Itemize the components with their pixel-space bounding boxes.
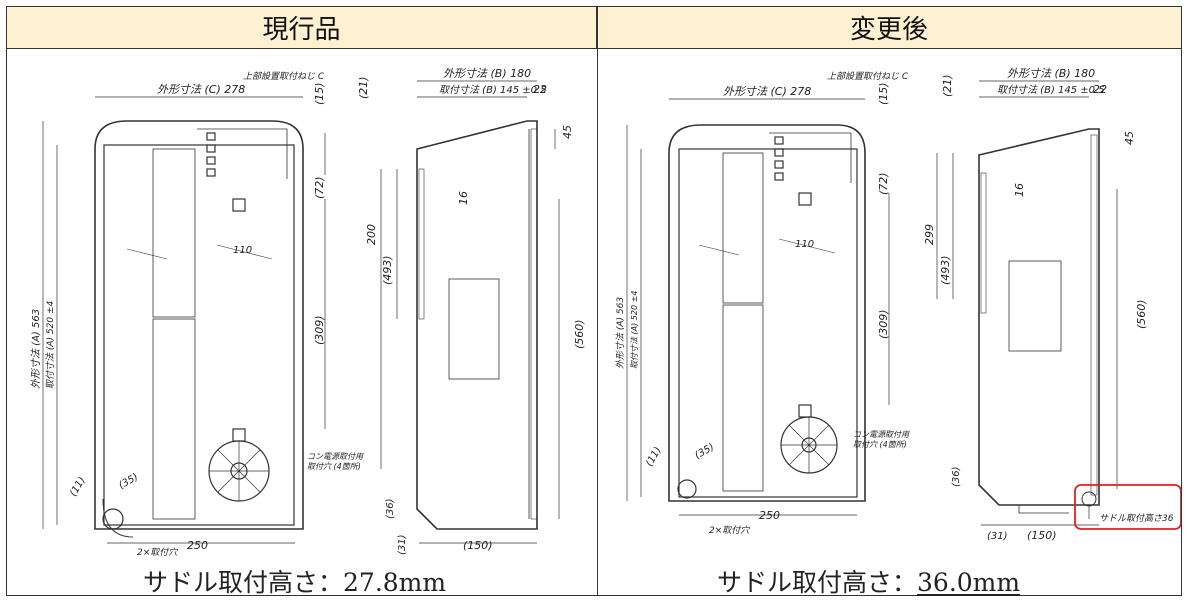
label-d560: (560) xyxy=(1135,299,1148,329)
label-d72: (72) xyxy=(313,176,326,199)
label-d15: (15) xyxy=(877,82,890,105)
label-width-c: 外形寸法 (C) 278 xyxy=(157,83,245,96)
header-changed: 変更後 xyxy=(597,7,1181,49)
drawing-current: 上部設置取付ねじ C 外形寸法 (C) 278 外形寸法 (B) 180 取付寸… xyxy=(7,49,597,559)
label-d110: 110 xyxy=(795,239,814,250)
label-d21: (21) xyxy=(357,76,370,99)
label-d493: (493) xyxy=(939,255,952,285)
label-depth-b2: 取付寸法 (B) 145 ±0.5 xyxy=(997,84,1105,96)
drawing-changed: 上部設置取付ねじ C 外形寸法 (C) 278 外形寸法 (B) 180 取付寸… xyxy=(599,49,1181,559)
label-d16: 16 xyxy=(457,191,470,205)
label-d36: (36) xyxy=(951,466,962,487)
label-depth-b2: 取付寸法 (B) 145 ±0.5 xyxy=(439,84,547,96)
label-d200: 200 xyxy=(365,224,378,245)
label-pipe-note1: コン電源取付用 xyxy=(307,452,364,461)
label-d16: 16 xyxy=(1013,183,1026,197)
label-d110: 110 xyxy=(233,245,252,256)
label-d11: (11) xyxy=(68,475,88,498)
label-d35: (35) xyxy=(693,442,716,462)
caption-changed-value: 36.0mm xyxy=(917,568,1021,597)
front-view-current xyxy=(42,96,326,544)
column-divider xyxy=(597,7,598,595)
label-d11: (11) xyxy=(644,445,664,468)
comparison-table: 現行品 変更後 xyxy=(6,6,1182,599)
label-height-a2: 取付寸法 (A) 520 ±4 xyxy=(630,291,639,369)
label-d560: (560) xyxy=(573,319,586,349)
label-d36: (36) xyxy=(385,498,396,519)
label-height-a2: 取付寸法 (A) 520 ±4 xyxy=(45,301,56,389)
label-holes: 2×取付穴 xyxy=(709,525,750,536)
caption-current: サドル取付高さ：27.8mm xyxy=(143,563,446,599)
label-d31: (31) xyxy=(987,531,1008,542)
side-view-changed xyxy=(936,80,1118,526)
label-height-a: 外形寸法 (A) 563 xyxy=(30,309,42,389)
label-depth-b: 外形寸法 (B) 180 xyxy=(443,67,531,80)
label-d22: 22 xyxy=(533,83,547,96)
label-d250: 250 xyxy=(187,539,208,552)
label-d150: (150) xyxy=(1027,529,1057,542)
caption-prefix: サドル取付高さ： xyxy=(717,568,918,597)
label-saddle-note: サドル取付高さ36 xyxy=(1099,513,1174,524)
saddle-highlight-box xyxy=(1074,484,1181,530)
caption-changed: サドル取付高さ：36.0mm xyxy=(717,563,1020,599)
label-d299: 299 xyxy=(923,224,936,245)
label-d309: (309) xyxy=(877,309,890,339)
label-depth-b: 外形寸法 (B) 180 xyxy=(1007,67,1095,80)
label-d493: (493) xyxy=(381,255,394,285)
label-d150: (150) xyxy=(463,539,493,552)
label-top-mount: 上部設置取付ねじ C xyxy=(827,71,909,82)
label-pipe-note2: 取付穴 (4箇所) xyxy=(307,462,361,471)
label-d31: (31) xyxy=(397,534,408,555)
label-d72: (72) xyxy=(877,172,890,195)
label-d45: 45 xyxy=(561,125,574,139)
side-view-current xyxy=(380,80,560,544)
caption-prefix: サドル取付高さ： xyxy=(143,568,344,597)
label-d21: (21) xyxy=(941,74,954,97)
caption-current-value: 27.8mm xyxy=(343,568,447,597)
label-pipe-note2: 取付穴 (4箇所) xyxy=(853,440,907,449)
front-view-changed xyxy=(626,98,890,516)
label-pipe-note1: コン電源取付用 xyxy=(853,430,910,439)
label-d250: 250 xyxy=(759,509,780,522)
label-top-mount: 上部設置取付ねじ C xyxy=(243,71,325,82)
label-holes: 2×取付穴 xyxy=(137,547,178,558)
label-d309: (309) xyxy=(313,315,326,345)
label-width-c: 外形寸法 (C) 278 xyxy=(723,85,811,98)
label-height-a: 外形寸法 (A) 563 xyxy=(615,297,626,369)
header-current: 現行品 xyxy=(7,7,597,49)
label-d35: (35) xyxy=(117,472,140,492)
label-d15: (15) xyxy=(313,82,326,105)
label-d22: 22 xyxy=(1093,83,1107,96)
label-d45: 45 xyxy=(1123,131,1136,145)
